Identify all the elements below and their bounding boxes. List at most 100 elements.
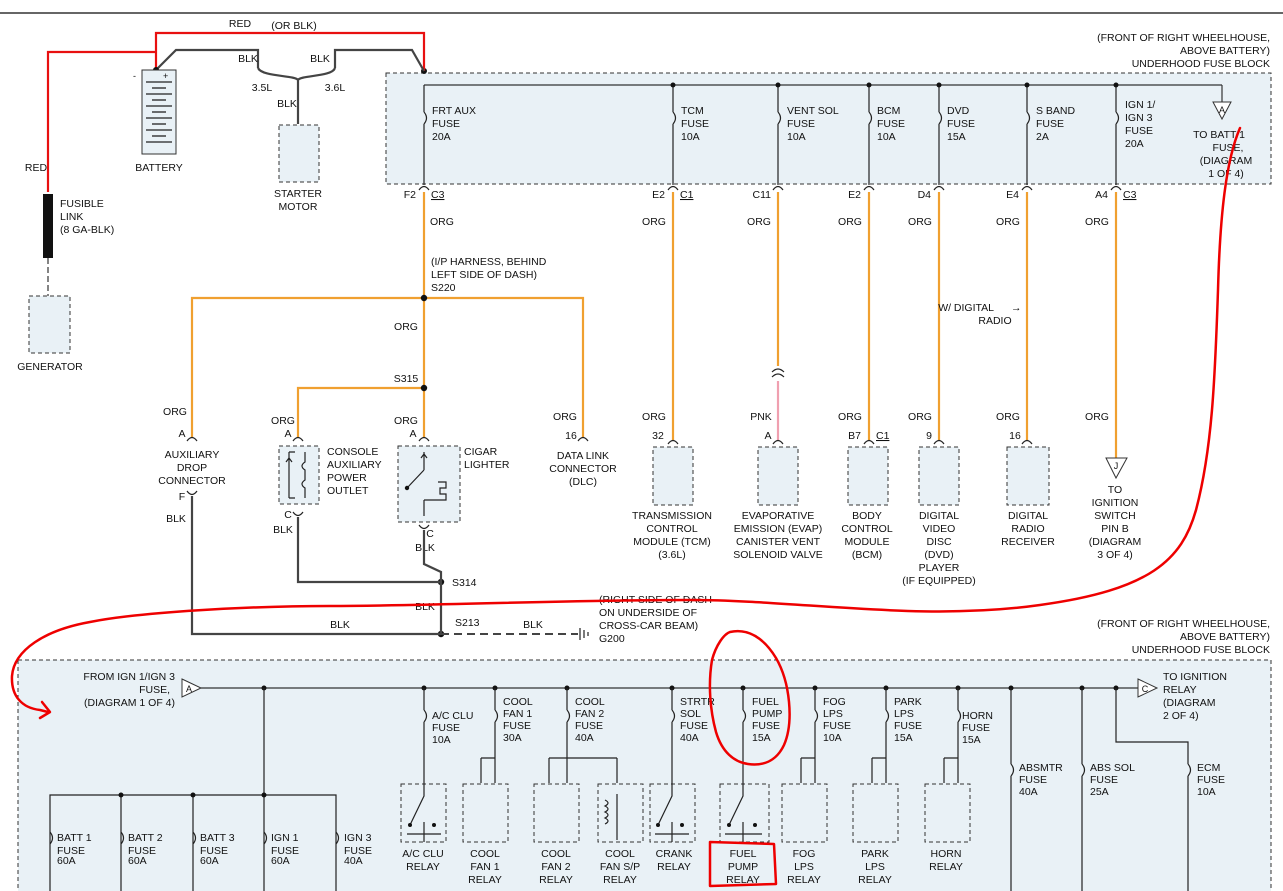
- cool-fan2-relay-l2: FAN 2: [541, 861, 570, 873]
- bcm-l3: MODULE: [845, 536, 890, 548]
- abs-sol-fuse-l2: FUSE: [1090, 774, 1118, 786]
- frt-aux-fuse-l2: FUSE: [432, 118, 460, 130]
- bcm-fuse-l1: BCM: [877, 105, 900, 117]
- dvd-l3: DISC: [926, 536, 952, 548]
- lighter-icon: [406, 452, 447, 516]
- to-batt-l4: 1 OF 4): [1208, 168, 1244, 180]
- fuel-pump-relay-l1: FUEL: [730, 848, 757, 860]
- label-blk-console: BLK: [273, 524, 293, 536]
- label-org-bcm-bot: ORG: [838, 411, 862, 423]
- ign13-fuse-l2: IGN 3: [1125, 112, 1153, 124]
- ign3-fuse-l2: FUSE: [344, 845, 372, 857]
- ign3-fuse-l1: IGN 3: [344, 832, 372, 844]
- bcm-fuse-l3: 10A: [877, 131, 896, 143]
- label-org-dvd-bot: ORG: [908, 411, 932, 423]
- batt3-fuse-l3: 60A: [200, 855, 219, 867]
- blk-merge: [256, 67, 337, 83]
- park-lps-fuse-l2: LPS: [894, 708, 914, 720]
- to-ign-l1: TO IGNITION: [1163, 671, 1227, 683]
- dvd-fuse-l3: 15A: [947, 131, 966, 143]
- radio-l3: RECEIVER: [1001, 536, 1055, 548]
- tcm-l4: (3.6L): [658, 549, 685, 561]
- dvd-l6: (IF EQUIPPED): [902, 575, 976, 587]
- pin-a4: A4: [1095, 189, 1108, 201]
- top-pin-labels: F2 C3 E2 C1 C11 E2 D4 E4 A4 C3: [404, 189, 1137, 201]
- cool-fan1-relay-l1: COOL: [470, 848, 500, 860]
- fog-lps-fuse-l4: 10A: [823, 732, 842, 744]
- park-lps-relay-l1: PARK: [861, 848, 889, 860]
- dlc-l1: DATA LINK: [557, 450, 609, 462]
- pin-d4: D4: [918, 189, 932, 201]
- conn-c1-a: C1: [680, 189, 694, 201]
- park-lps-relay-l2: LPS: [865, 861, 885, 873]
- starter-l1: STARTER: [274, 188, 322, 200]
- console-l4: OUTLET: [327, 485, 369, 497]
- starter-l2: MOTOR: [279, 201, 318, 213]
- blk-cable-35: [155, 48, 260, 71]
- ign13-fuse-l4: 20A: [1125, 138, 1144, 150]
- pin-c11: C11: [753, 189, 772, 201]
- strtr-sol-fuse-l4: 40A: [680, 732, 699, 744]
- label-org-cigar: ORG: [394, 415, 418, 427]
- cigar-l2: LIGHTER: [464, 459, 510, 471]
- cool-fan1-fuse-l3: FUSE: [503, 720, 531, 732]
- fusible-l2: LINK: [60, 211, 83, 223]
- tcm-l1: TRANSMISSION: [632, 510, 712, 522]
- cool-fansp-relay-l1: COOL: [605, 848, 635, 860]
- cool-fan1-fuse-l4: 30A: [503, 732, 522, 744]
- outlet-icon: [285, 451, 306, 499]
- label-org-radio-bot: ORG: [996, 411, 1020, 423]
- cool-fansp-relay-l3: RELAY: [603, 874, 637, 886]
- ac-clu-fuse-l1: A/C CLU: [432, 710, 473, 722]
- red-battery-cable: [154, 31, 426, 71]
- battery-minus: -: [133, 71, 136, 81]
- to-ign-l4: 2 OF 4): [1163, 710, 1199, 722]
- absmtr-fuse-l2: FUSE: [1019, 774, 1047, 786]
- ign-sw-l6: 3 OF 4): [1097, 549, 1133, 561]
- frt-aux-fuse-l1: FRT AUX: [432, 105, 476, 117]
- from-ign-connector-icon: [181, 678, 203, 698]
- ac-clu-fuse-l2: FUSE: [432, 722, 460, 734]
- digital-note-l1: W/ DIGITAL: [938, 302, 994, 314]
- to-batt-l3: (DIAGRAM: [1200, 155, 1253, 167]
- ign3-fuse-l3: 40A: [344, 855, 363, 867]
- label-blk-36: BLK: [310, 53, 330, 65]
- radio-pin: 16: [1009, 430, 1021, 442]
- underhood-fuse-block-top: [385, 72, 1272, 185]
- ecm-fuse-l1: ECM: [1197, 762, 1220, 774]
- batt1-fuse-l3: 60A: [57, 855, 76, 867]
- label-blk-g200: BLK: [523, 619, 543, 631]
- cigar-lighter-box: [397, 445, 461, 523]
- from-ign-letter: A: [186, 684, 192, 694]
- label-35l: 3.5L: [252, 82, 273, 94]
- label-org-ign-bot: ORG: [1085, 411, 1109, 423]
- label-org-trunk: ORG: [394, 321, 418, 333]
- frt-aux-fuse-l3: 20A: [432, 131, 451, 143]
- from-ign-l2: FUSE,: [139, 684, 170, 696]
- to-ign-l3: (DIAGRAM: [1163, 697, 1216, 709]
- horn-fuse-l3: 15A: [962, 734, 981, 746]
- to-ign-switch-connector-icon: [1105, 457, 1128, 480]
- to-ign-relay-connector-icon: [1137, 678, 1159, 698]
- blk-aux-ground: [190, 496, 441, 636]
- dvd-fuse-l1: DVD: [947, 105, 970, 117]
- radio-l2: RADIO: [1011, 523, 1044, 535]
- blk-cable-36: [333, 48, 425, 72]
- park-lps-relay-l3: RELAY: [858, 874, 892, 886]
- tcm-fuse-l3: 10A: [681, 131, 700, 143]
- ac-clu-fuse-l3: 10A: [432, 734, 451, 746]
- fuel-pump-relay-l2: PUMP: [728, 861, 758, 873]
- ground-note-l3: CROSS-CAR BEAM): [599, 620, 698, 632]
- ign1-fuse-l3: 60A: [271, 855, 290, 867]
- blk-cigar-ground: [422, 530, 443, 634]
- digital-note-l2: RADIO: [978, 315, 1011, 327]
- park-lps-fuse-l1: PARK: [894, 696, 922, 708]
- bcm-l4: (BCM): [852, 549, 882, 561]
- vent-sol-fuse-l1: VENT SOL: [787, 105, 839, 117]
- to-batt-letter: A: [1219, 105, 1225, 115]
- bcm-pin: B7: [848, 430, 861, 442]
- vent-sol-fuse-l2: FUSE: [787, 118, 815, 130]
- aux-l1: AUXILIARY: [165, 449, 220, 461]
- top-fuse-labels: FRT AUX FUSE 20A TCM FUSE 10A VENT SOL F…: [432, 99, 1155, 150]
- ip-note-l2: LEFT SIDE OF DASH): [431, 269, 537, 281]
